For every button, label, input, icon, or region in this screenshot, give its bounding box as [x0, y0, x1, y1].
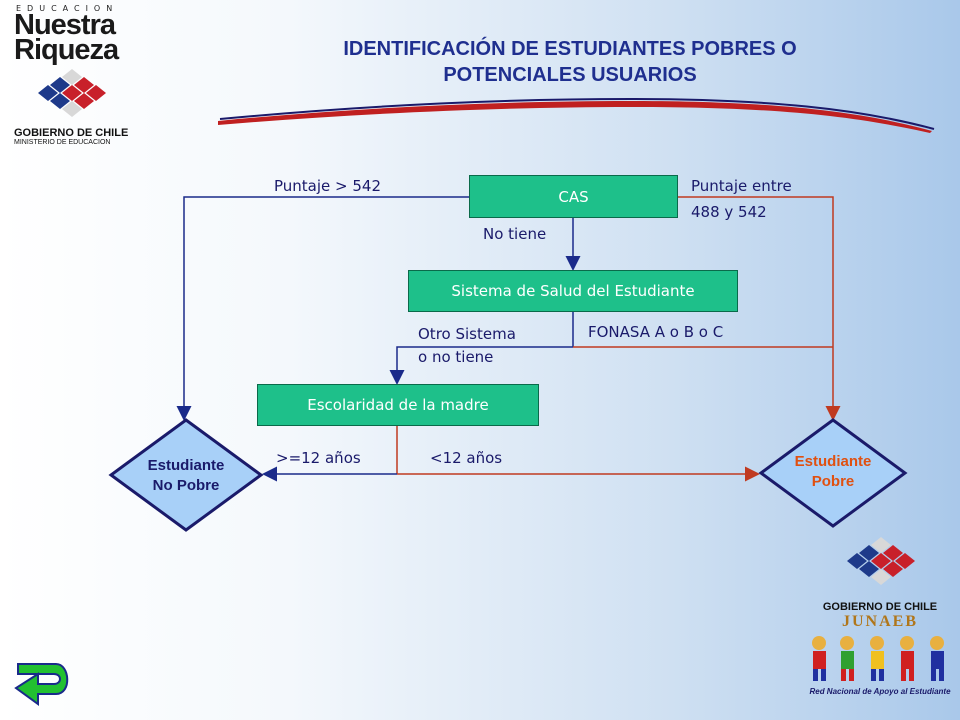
- label-fonasa: FONASA A o B o C: [588, 323, 724, 341]
- nuestra-riqueza-logo: EDUCACION Nuestra Riqueza GOBIERNO DE CH…: [14, 4, 144, 146]
- children-figures-icon: [812, 636, 944, 681]
- label-mayor-12: >=12 años: [276, 449, 361, 467]
- no-pobre-line2: No Pobre: [152, 477, 220, 494]
- madre-box: Escolaridad de la madre: [257, 384, 539, 426]
- pobre-label: Estudiante Pobre: [758, 452, 908, 492]
- pobre-line1: Estudiante: [794, 453, 872, 470]
- edge-salud-madre: [389, 346, 573, 385]
- title-line-2: POTENCIALES USUARIOS: [443, 64, 697, 86]
- edge-cas-pobre: [677, 196, 841, 421]
- edge-cas-no-pobre: [176, 196, 469, 421]
- pobre-diamond: [758, 418, 908, 528]
- no-pobre-label: Estudiante No Pobre: [108, 456, 264, 496]
- logo-gobierno-text: GOBIERNO DE CHILE: [14, 127, 129, 139]
- label-otro-sistema-2: o no tiene: [418, 348, 494, 366]
- label-menor-12: <12 años: [430, 449, 503, 467]
- label-puntaje-mayor: Puntaje > 542: [274, 177, 381, 195]
- label-puntaje-entre-1: Puntaje entre: [691, 177, 792, 195]
- junaeb-cube-icon: [847, 537, 915, 585]
- cas-box: CAS: [469, 175, 678, 218]
- red-nacional-text: Red Nacional de Apoyo al Estudiante: [809, 687, 951, 696]
- cube-logo-icon: [38, 69, 106, 117]
- title-underline-stroke: [218, 97, 935, 133]
- no-pobre-diamond: [108, 418, 264, 532]
- label-puntaje-entre-2: 488 y 542: [691, 203, 767, 221]
- page-title: IDENTIFICACIÓN DE ESTUDIANTES POBRES O P…: [220, 36, 920, 88]
- salud-box: Sistema de Salud del Estudiante: [408, 270, 738, 312]
- label-otro-sistema-1: Otro Sistema: [418, 325, 516, 343]
- no-pobre-line1: Estudiante: [147, 457, 225, 474]
- logo-ministerio-text: MINISTERIO DE EDUCACION: [14, 139, 111, 146]
- logo-line2: Riqueza: [14, 34, 119, 66]
- title-line-1: IDENTIFICACIÓN DE ESTUDIANTES POBRES O: [343, 38, 797, 60]
- label-no-tiene: No tiene: [483, 225, 547, 243]
- junaeb-logo: GOBIERNO DE CHILE JUNAEB Red Nacional de…: [805, 535, 955, 696]
- logo-educacion-text: EDUCACION: [16, 4, 119, 13]
- logo-line1: Nuestra: [14, 9, 116, 41]
- pobre-line2: Pobre: [811, 473, 855, 490]
- return-arrow-icon[interactable]: [12, 660, 76, 708]
- junaeb-name-text: JUNAEB: [841, 613, 918, 630]
- junaeb-gobierno-text: GOBIERNO DE CHILE: [822, 601, 938, 613]
